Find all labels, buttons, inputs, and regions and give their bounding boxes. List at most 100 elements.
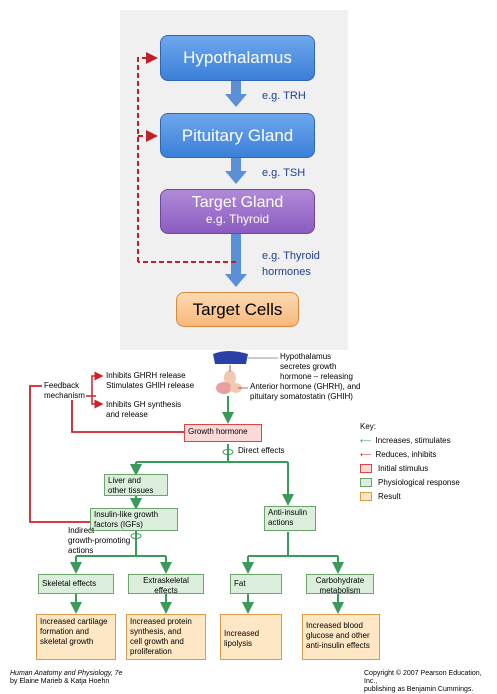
credit-right: Copyright © 2007 Pearson Education, Inc.… (364, 670, 494, 694)
res1-line-1: Increased cartilage (40, 617, 108, 626)
credit-left-line-1: Human Anatomy and Physiology, 7e (10, 670, 123, 677)
feedback-mechanism-label: Feedback mechanism (44, 381, 85, 401)
res3-line-2: lipolysis (224, 639, 253, 648)
key-result: Result (360, 490, 460, 504)
credit-left: Human Anatomy and Physiology, 7e by Elai… (10, 670, 122, 686)
anti-insulin-line-2: actions (268, 518, 294, 527)
indirect-label: Indirect growth-promoting actions (68, 526, 130, 556)
credit-right-line-2: publishing as Benjamin Cummings. (364, 686, 474, 693)
inhibits-ghrh-line-1: Inhibits GHRH release (106, 371, 186, 380)
target-gland-box: Target Gland e.g. Thyroid (160, 189, 315, 234)
res4-line-3: anti-insulin effects (306, 641, 370, 650)
down-arrow-2 (225, 155, 247, 184)
key-title: Key: (360, 422, 377, 431)
green-arrow-icon: ⟵ (360, 436, 372, 445)
trh-label: e.g. TRH (262, 90, 306, 102)
thyroid-hormones-line-2: hormones (262, 266, 311, 278)
green-swatch (360, 478, 372, 488)
red-arrow-icon: ⟵ (360, 450, 372, 459)
extraskeletal-box: Extraskeletal effects (128, 574, 204, 595)
growth-hormone-diagram: Feedback mechanism Inhibits GHRH release… (8, 348, 494, 693)
hypothalamus-label: Hypothalamus (183, 48, 292, 67)
res2-line-2: synthesis, and (130, 627, 182, 636)
key-initial: Initial stimulus (360, 462, 460, 476)
skeletal-effects-box: Skeletal effects (38, 574, 114, 594)
down-arrow-3 (225, 232, 247, 287)
hypothalamus-note: Hypothalamus secretes growth hormone – r… (280, 352, 360, 402)
pink-swatch (360, 464, 372, 474)
igf-line-1: Insulin-like growth (94, 510, 159, 519)
hypo-line-2: secretes growth (280, 362, 337, 371)
result-protein-box: Increased protein synthesis, and cell gr… (126, 614, 206, 660)
orange-swatch (360, 492, 372, 502)
res1-line-2: formation and (40, 627, 89, 636)
feedback-to-hypothalamus (137, 52, 158, 262)
skeletal-label: Skeletal effects (42, 579, 97, 588)
carbohydrate-box: Carbohydrate metabolism (306, 574, 374, 595)
result-lipolysis-box: Increased lipolysis (220, 614, 282, 660)
hormone-axis-diagram: Hypothalamus e.g. TRH Pituitary Gland e.… (120, 10, 348, 350)
inhibits-gh-line-1: Inhibits GH synthesis (106, 400, 182, 409)
extraskeletal-line-1: Extraskeletal (143, 576, 189, 585)
target-gland-label: Target Gland (191, 194, 284, 211)
hypo-line-4: hormone (GHRH), and (280, 382, 361, 391)
pituitary-label: Pituitary Gland (181, 126, 294, 145)
target-cells-label: Target Cells (192, 300, 283, 319)
credit-left-line-2: by Elaine Marieb & Katja Hoehn (10, 678, 110, 685)
feedback-line-1: Feedback (44, 381, 80, 390)
key-result-label: Result (378, 492, 401, 501)
hypo-line-5: somatostatin (GHIH) (280, 392, 353, 401)
hypo-line-1: Hypothalamus (280, 352, 332, 361)
anti-insulin-box: Anti-insulin actions (264, 506, 316, 531)
liver-line-2: other tissues (108, 486, 154, 495)
carb-line-1: Carbohydrate (315, 576, 365, 585)
credit-right-line-1: Copyright © 2007 Pearson Education, Inc.… (364, 670, 482, 685)
growth-hormone-label: Growth hormone (188, 427, 248, 436)
pituitary-box: Pituitary Gland (160, 113, 315, 158)
fat-box: Fat (230, 574, 282, 594)
liver-box: Liver and other tissues (104, 474, 168, 496)
inhibits-gh-line-2: and release (106, 410, 148, 419)
hypothalamus-box: Hypothalamus (160, 35, 315, 81)
direct-effects-label: Direct effects (238, 446, 285, 455)
tsh-label: e.g. TSH (262, 167, 306, 179)
anterior-line-1: Anterior (250, 382, 279, 391)
down-arrow-1 (225, 80, 247, 107)
growth-hormone-box: Growth hormone (184, 424, 262, 442)
res4-line-2: glucose and other (306, 631, 370, 640)
extraskeletal-line-2: effects (154, 586, 178, 595)
carb-line-2: metabolism (319, 586, 361, 595)
key-physiological: Physiological response (360, 476, 460, 490)
pituitary-illustration (213, 351, 248, 394)
indirect-line-3: actions (68, 546, 94, 555)
igf-box: Insulin-like growth factors (IGFs) (90, 508, 178, 531)
thyroid-hormones-label: e.g. Thyroid hormones (262, 248, 320, 280)
thyroid-hormones-line-1: e.g. Thyroid (262, 250, 320, 262)
fat-label: Fat (234, 579, 246, 588)
key-inhibit-label: Reduces, inhibits (375, 450, 437, 459)
key-physiological-label: Physiological response (378, 478, 460, 487)
inhibits-gh-label: Inhibits GH synthesis and release (106, 400, 181, 420)
liver-line-1: Liver and (108, 476, 141, 485)
key-stimulate: ⟵Increases, stimulates (360, 434, 460, 448)
key-initial-label: Initial stimulus (378, 464, 429, 473)
indirect-line-1: Indirect (68, 526, 95, 535)
res1-line-3: skeletal growth (40, 637, 94, 646)
res3-line-1: Increased (224, 629, 260, 638)
feedback-line-2: mechanism (44, 391, 85, 400)
res2-line-4: proliferation (130, 647, 172, 656)
gh-connectors (29, 351, 344, 614)
indirect-line-2: growth-promoting (68, 536, 131, 545)
target-cells-box: Target Cells (176, 292, 299, 327)
inhibits-ghrh-label: Inhibits GHRH release Stimulates GHIH re… (106, 371, 194, 391)
result-cartilage-box: Increased cartilage formation and skelet… (36, 614, 116, 660)
key: Key: ⟵Increases, stimulates ⟵Reduces, in… (360, 420, 460, 504)
key-stimulate-label: Increases, stimulates (375, 436, 451, 445)
axis-connectors (137, 52, 247, 287)
thyroid-label: e.g. Thyroid (205, 212, 270, 226)
res4-line-1: Increased blood (306, 621, 363, 630)
anterior-pituitary-label: Anterior pituitary (250, 382, 278, 402)
res2-line-3: cell growth and (130, 637, 184, 646)
key-inhibit: ⟵Reduces, inhibits (360, 448, 460, 462)
res2-line-1: Increased protein (130, 617, 192, 626)
